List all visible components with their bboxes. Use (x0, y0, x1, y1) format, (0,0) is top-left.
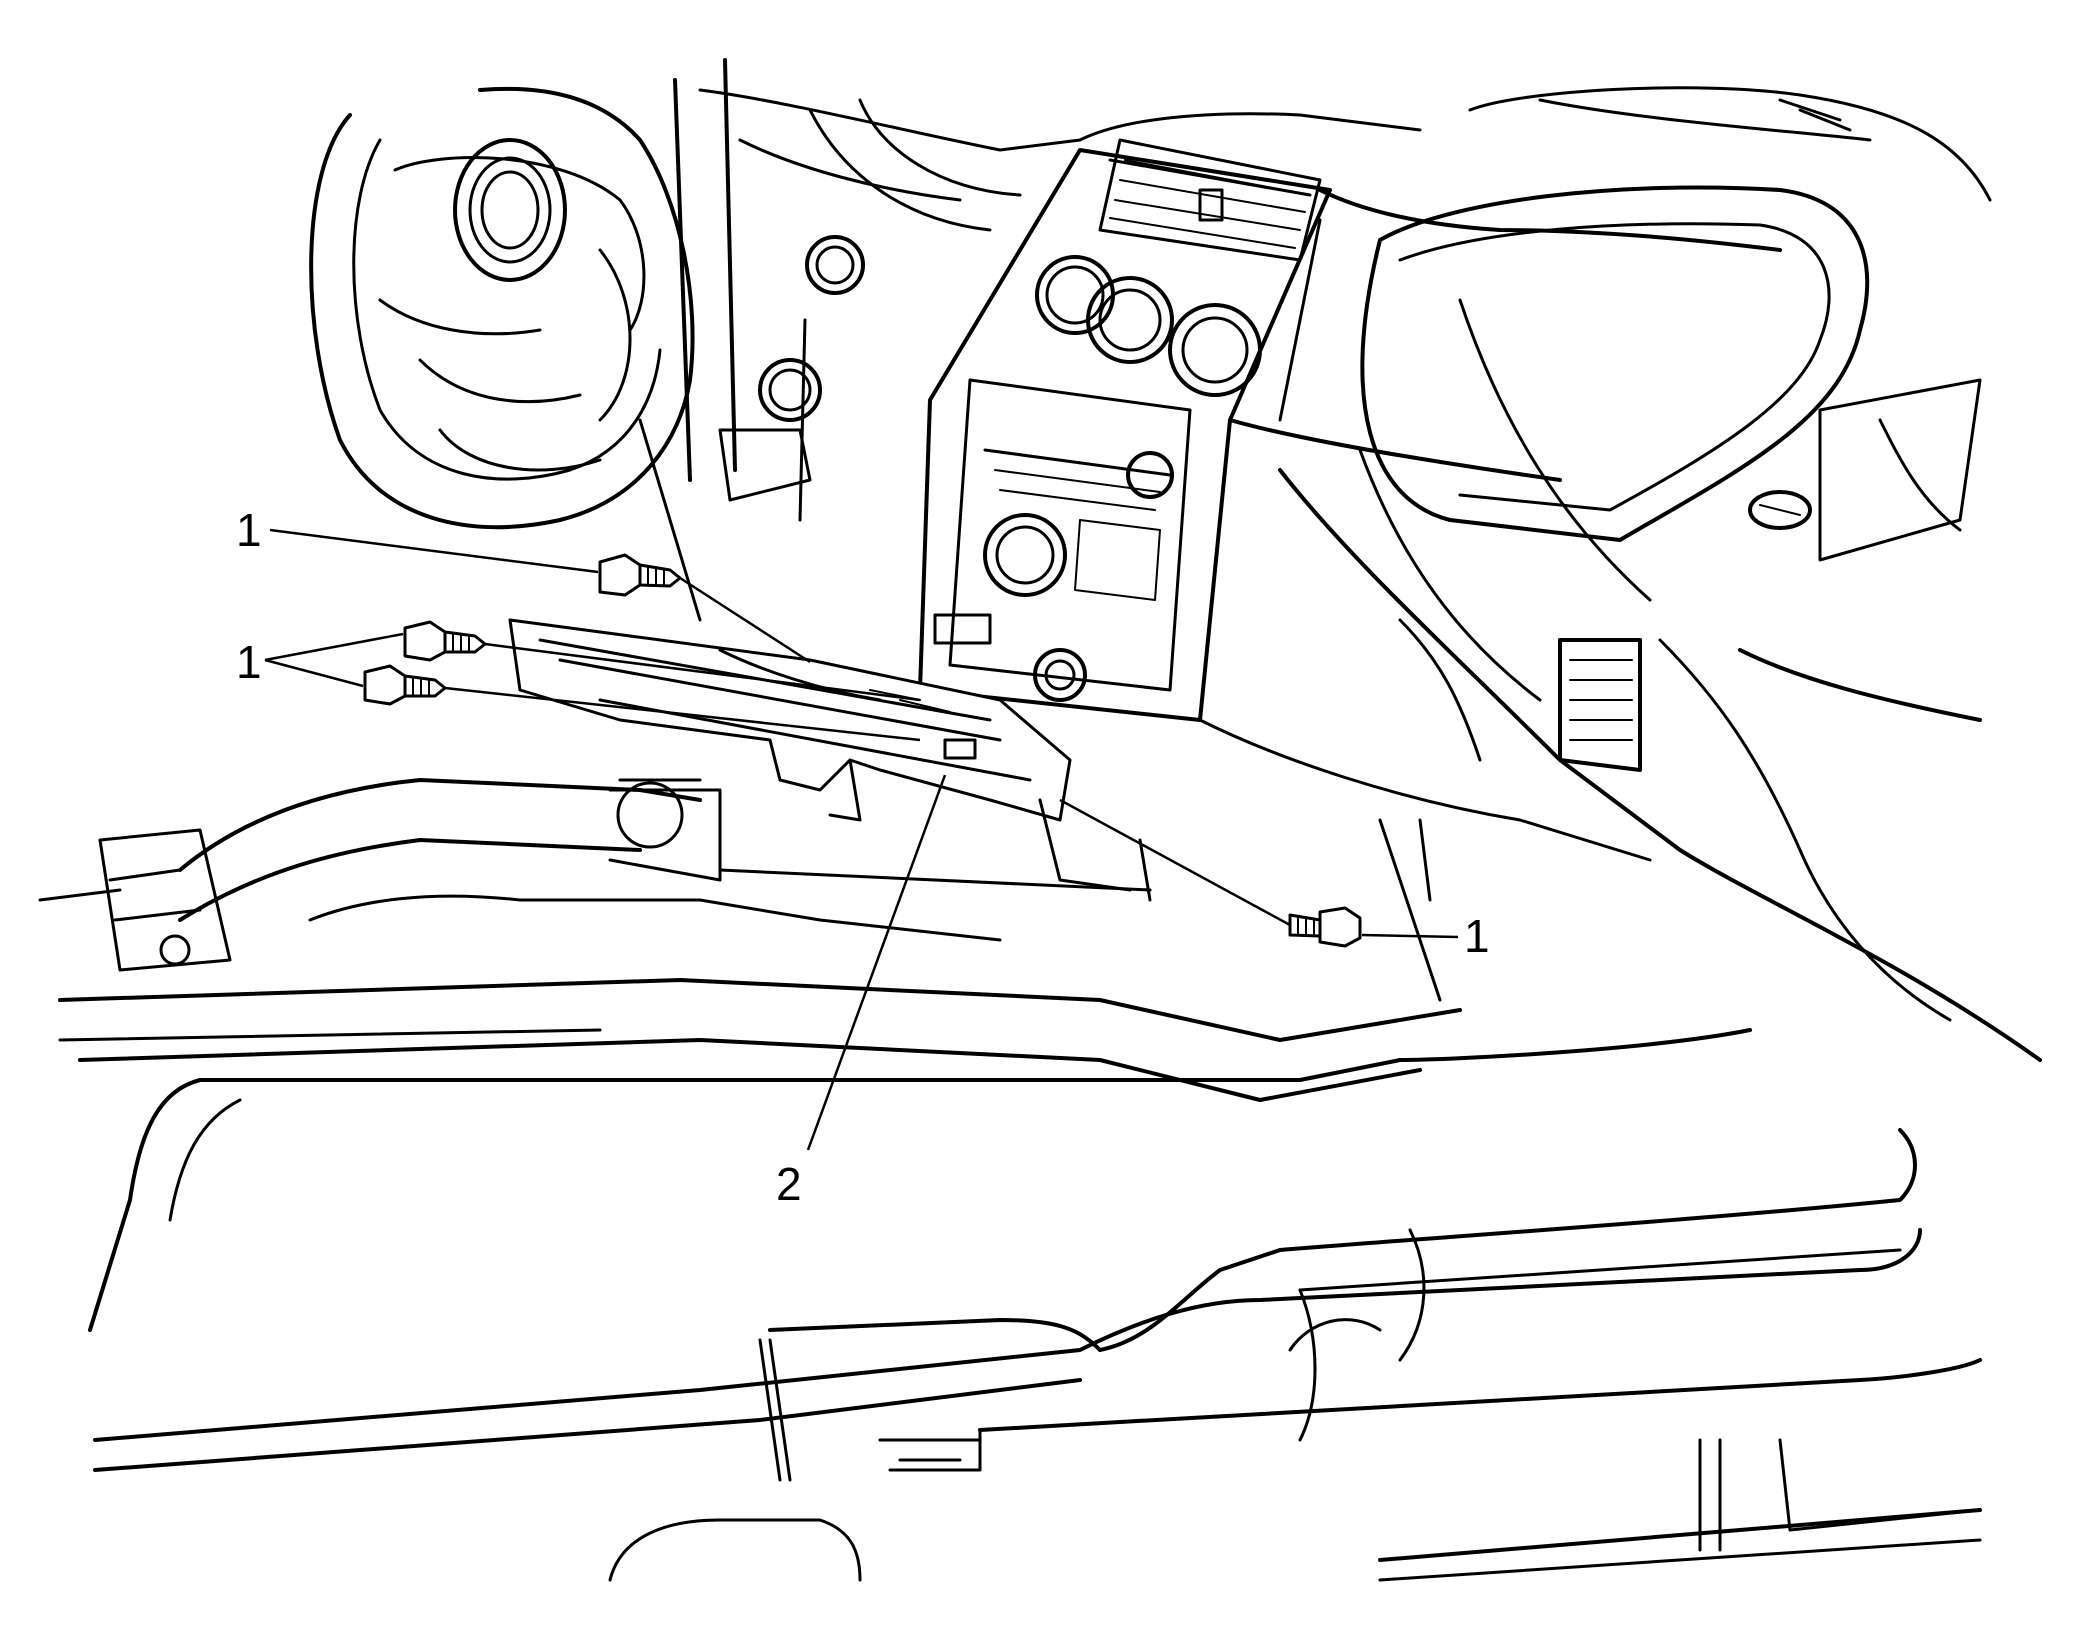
bolt-right (1288, 906, 1362, 948)
bolt-middle-lower (363, 664, 447, 706)
dash-upper (698, 86, 1992, 232)
ignition-switch (718, 235, 865, 522)
leader-bolt-low-extend (444, 686, 921, 742)
leader-bolt-mid-extend (484, 642, 921, 702)
leader-bracket (806, 774, 947, 1151)
steering-column (638, 58, 737, 622)
center-console (88, 1028, 1982, 1582)
leader-bolt-middle-upper (264, 632, 404, 662)
steering-wheel (309, 86, 695, 530)
leader-bolt-top (269, 528, 599, 574)
leader-bolt-right-extend (1059, 798, 1291, 927)
callout-fastener-pair: 1 (236, 636, 262, 688)
callout-fastener-top: 1 (236, 504, 262, 556)
leader-lines (264, 528, 1459, 1151)
callout-fastener-right: 1 (1464, 910, 1490, 962)
bolt-top (598, 553, 682, 597)
floor-structure (38, 778, 1462, 1102)
callout-bracket: 2 (776, 1158, 802, 1210)
passenger-dash (1198, 185, 2042, 1062)
callout-labels: 1 1 1 2 (236, 504, 1490, 1210)
leader-bolt-middle-lower (264, 658, 364, 688)
leader-bolt-top-extend (679, 576, 811, 664)
center-stack (918, 138, 1332, 722)
bolt-middle-upper (403, 620, 487, 662)
leader-bolt-right (1361, 933, 1459, 939)
